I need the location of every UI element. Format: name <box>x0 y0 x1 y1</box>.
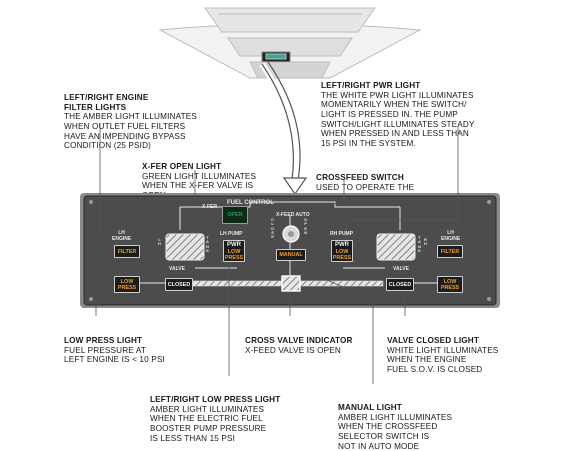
low-press-light: LOW PRESS <box>114 276 140 293</box>
pwr-light-body: THE WHITE PWR LIGHT ILLUMINATES MOMENTAR… <box>321 90 475 148</box>
lh-valve-closed-light: CLOSED <box>165 278 193 291</box>
cross-valve-body: X-FEED VALVE IS OPEN <box>245 345 341 355</box>
rh-pump-label: RH PUMP <box>330 231 354 237</box>
panel-title: FUEL CONTROL <box>227 200 274 206</box>
tank-right-label: T A N K <box>418 235 421 254</box>
xfer-label: X-FER <box>202 204 217 210</box>
xfer-open-title: X-FER OPEN LIGHT <box>142 162 222 172</box>
lh-pump-switch[interactable]: PWR LOW PRESS <box>223 240 245 262</box>
filter-lights-title: LEFT/RIGHT ENGINE FILTER LIGHTS <box>64 93 149 112</box>
close-label: C L O S E <box>271 217 275 240</box>
open-label: O P E N <box>304 217 308 235</box>
low-press-light-text: LOW PRESS <box>117 278 137 291</box>
valve-closed-body: WHITE LIGHT ILLUMINATES WHEN THE ENGINE … <box>387 345 499 374</box>
xfer-open-text: OPEN <box>227 212 243 218</box>
rh-engine-label: LH ENGINE <box>441 230 461 242</box>
lh-filter-text: FILTER <box>117 248 137 255</box>
rh-filter-light: FILTER <box>437 245 463 258</box>
rh-pump-switch[interactable]: PWR LOW PRESS <box>331 240 353 262</box>
manual-light: MANUAL <box>276 249 306 261</box>
lh-pump-label: LH PUMP <box>220 231 243 237</box>
rh-tank-tag: R H <box>424 237 427 247</box>
rh-valve-closed-light: CLOSED <box>386 278 414 291</box>
lh-valve-label: VALVE <box>169 266 185 272</box>
cross-valve-indicator <box>281 275 301 292</box>
location-arrow <box>259 61 308 196</box>
rh-low-press-text: LOW PRESS <box>332 248 352 261</box>
lh-closed-text: CLOSED <box>167 281 191 288</box>
leader-lines <box>95 123 459 384</box>
lh-tank-tag: L H <box>158 237 161 247</box>
manual-text: MANUAL <box>279 252 303 258</box>
pwr-light-title: LEFT/RIGHT PWR LIGHT <box>321 81 421 91</box>
lh-pwr-text: PWR <box>227 241 241 248</box>
manual-light-title: MANUAL LIGHT <box>338 403 402 413</box>
xfer-open-light: OPEN <box>222 206 248 224</box>
rh-filter-text: FILTER <box>440 248 460 255</box>
rh-low-press-light-text: LOW PRESS <box>440 278 460 291</box>
low-press-pump-title: LEFT/RIGHT LOW PRESS LIGHT <box>150 395 281 405</box>
filter-lights-body: THE AMBER LIGHT ILLUMINATES WHEN OUTLET … <box>64 112 197 151</box>
cross-valve-title: CROSS VALVE INDICATOR <box>245 336 353 346</box>
rh-pwr-text: PWR <box>335 241 349 248</box>
lh-low-press-text: LOW PRESS <box>224 248 244 261</box>
cockpit-sketch <box>158 7 422 79</box>
rh-low-press-light: LOW PRESS <box>437 276 463 293</box>
low-press-title: LOW PRESS LIGHT <box>64 336 143 346</box>
crossfeed-switch-title: CROSSFEED SWITCH <box>316 173 404 183</box>
lh-filter-light: FILTER <box>114 245 140 258</box>
xfeed-auto-label: X-FEED AUTO <box>276 212 310 218</box>
rh-valve-label: VALVE <box>393 266 409 272</box>
rh-closed-text: CLOSED <box>388 281 412 288</box>
valve-closed-title: VALVE CLOSED LIGHT <box>387 336 480 346</box>
left-tank-graphic <box>165 233 205 261</box>
low-press-body: FUEL PRESSURE AT LEFT ENGINE IS < 10 PSI <box>64 345 165 365</box>
lh-engine-label: LH ENGINE <box>112 230 132 242</box>
right-tank-graphic <box>376 233 416 261</box>
tank-left-label: T A N K <box>206 235 209 254</box>
